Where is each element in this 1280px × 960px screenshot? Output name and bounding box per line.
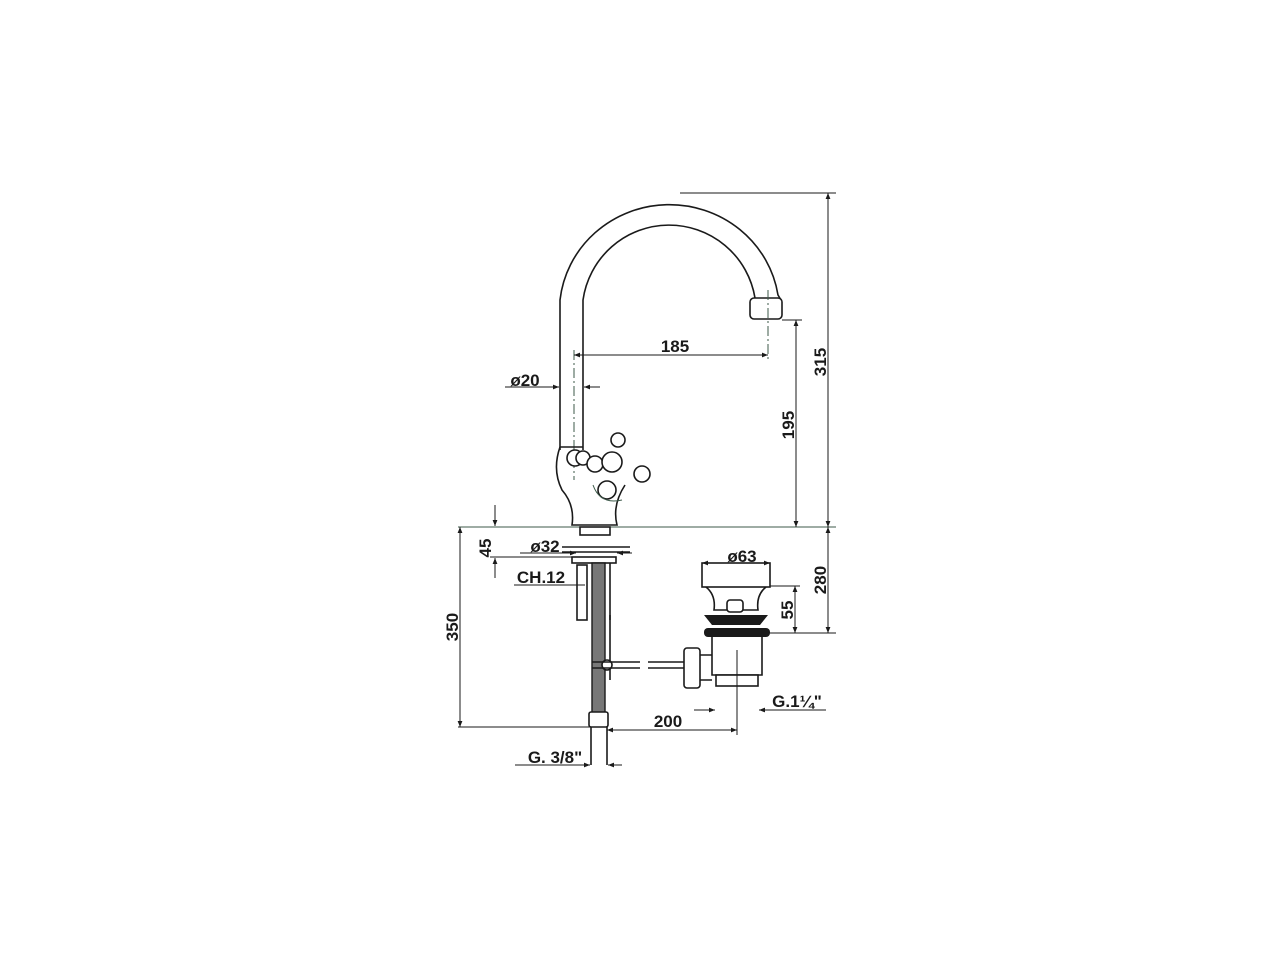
dim-waste-thread: G.1¼" — [772, 692, 822, 711]
dim-shank-diameter: ø32 — [530, 537, 559, 556]
dim-spout-height: 195 — [779, 411, 798, 439]
dim-waste-diameter: ø63 — [727, 547, 756, 566]
hose-nut — [588, 711, 609, 728]
aerator — [749, 297, 783, 320]
handle-hub — [601, 451, 623, 473]
pop-up-waste — [683, 562, 771, 735]
dimension-lines — [457, 192, 836, 768]
handle-knob — [610, 432, 626, 448]
mixer-body — [555, 432, 651, 526]
dim-below-deck-length: 350 — [443, 613, 462, 641]
waste-cap — [701, 562, 771, 588]
shank-assembly — [458, 526, 836, 765]
pop-up-rod — [592, 661, 700, 669]
handle-knob — [633, 465, 651, 483]
dim-supply-thread: G. 3/8" — [528, 748, 582, 767]
dim-total-height: 315 — [811, 348, 830, 376]
dim-waste-to-deck: 280 — [811, 566, 830, 594]
dim-spout-diameter: ø20 — [510, 371, 539, 390]
lower-handle — [597, 480, 617, 500]
dim-spout-reach: 185 — [661, 337, 689, 356]
dim-deck-thickness: 45 — [476, 539, 495, 558]
dim-wrench-size: CH.12 — [517, 568, 565, 587]
handle-knob — [586, 455, 604, 473]
dim-hose-to-waste: 200 — [654, 712, 682, 731]
braided-hose — [591, 562, 606, 714]
dim-waste-cap-height: 55 — [778, 601, 797, 620]
